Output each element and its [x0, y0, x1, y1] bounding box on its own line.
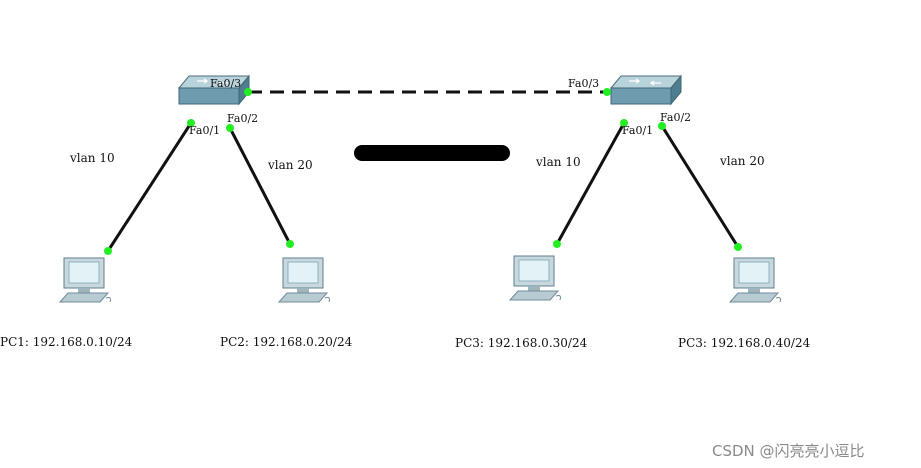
link-sw2-pc3 — [555, 122, 626, 245]
port-dot — [226, 124, 234, 132]
pc-label: PC2: 192.168.0.20/24 — [220, 335, 353, 349]
pc-icon[interactable] — [59, 257, 111, 303]
vlan-label: vlan 10 — [69, 151, 115, 165]
switch-icon[interactable] — [610, 75, 682, 105]
pc-icon[interactable] — [509, 255, 561, 301]
pc-label: PC1: 192.168.0.10/24 — [0, 335, 133, 349]
redaction-bar — [354, 145, 510, 161]
port-label-sw2-fa03: Fa0/3 — [568, 77, 599, 90]
port-dot — [553, 240, 561, 248]
port-dot — [286, 240, 294, 248]
port-dot — [603, 88, 611, 96]
port-dot — [620, 119, 628, 127]
link-sw1-pc1 — [106, 122, 193, 252]
port-label-sw1-fa01: Fa0/1 — [189, 124, 220, 137]
link-sw2-pc4 — [660, 125, 740, 248]
pc-icon[interactable] — [729, 257, 781, 303]
port-dot — [104, 247, 112, 255]
port-dot — [244, 88, 252, 96]
pc-icon[interactable] — [278, 257, 330, 303]
pc-label: PC3: 192.168.0.40/24 — [678, 336, 811, 350]
link-sw1-pc2 — [228, 127, 292, 245]
port-label-sw2-fa02: Fa0/2 — [660, 111, 691, 124]
port-label-sw2-fa01: Fa0/1 — [622, 124, 653, 137]
port-label-sw1-fa02: Fa0/2 — [227, 112, 258, 125]
port-dot — [187, 119, 195, 127]
pc-label: PC3: 192.168.0.30/24 — [455, 336, 588, 350]
port-dot — [734, 243, 742, 251]
port-label-sw1-fa03: Fa0/3 — [210, 77, 241, 90]
port-dot — [658, 122, 666, 130]
vlan-label: vlan 10 — [535, 155, 581, 169]
watermark: CSDN @闪亮亮小逗比 — [712, 442, 865, 460]
vlan-label: vlan 20 — [719, 154, 765, 168]
vlan-label: vlan 20 — [267, 158, 313, 172]
